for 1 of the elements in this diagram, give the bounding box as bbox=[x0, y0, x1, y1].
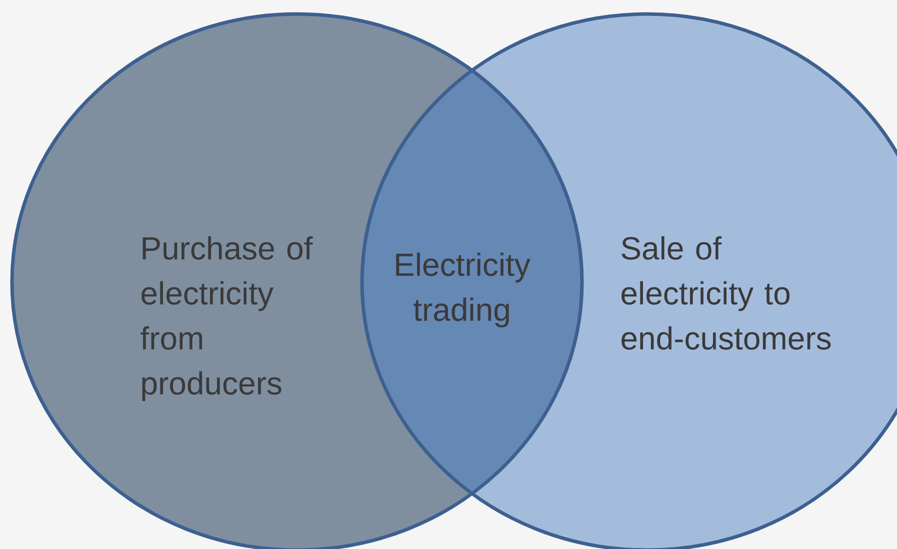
overlap-region: Electricity trading bbox=[396, 252, 530, 328]
